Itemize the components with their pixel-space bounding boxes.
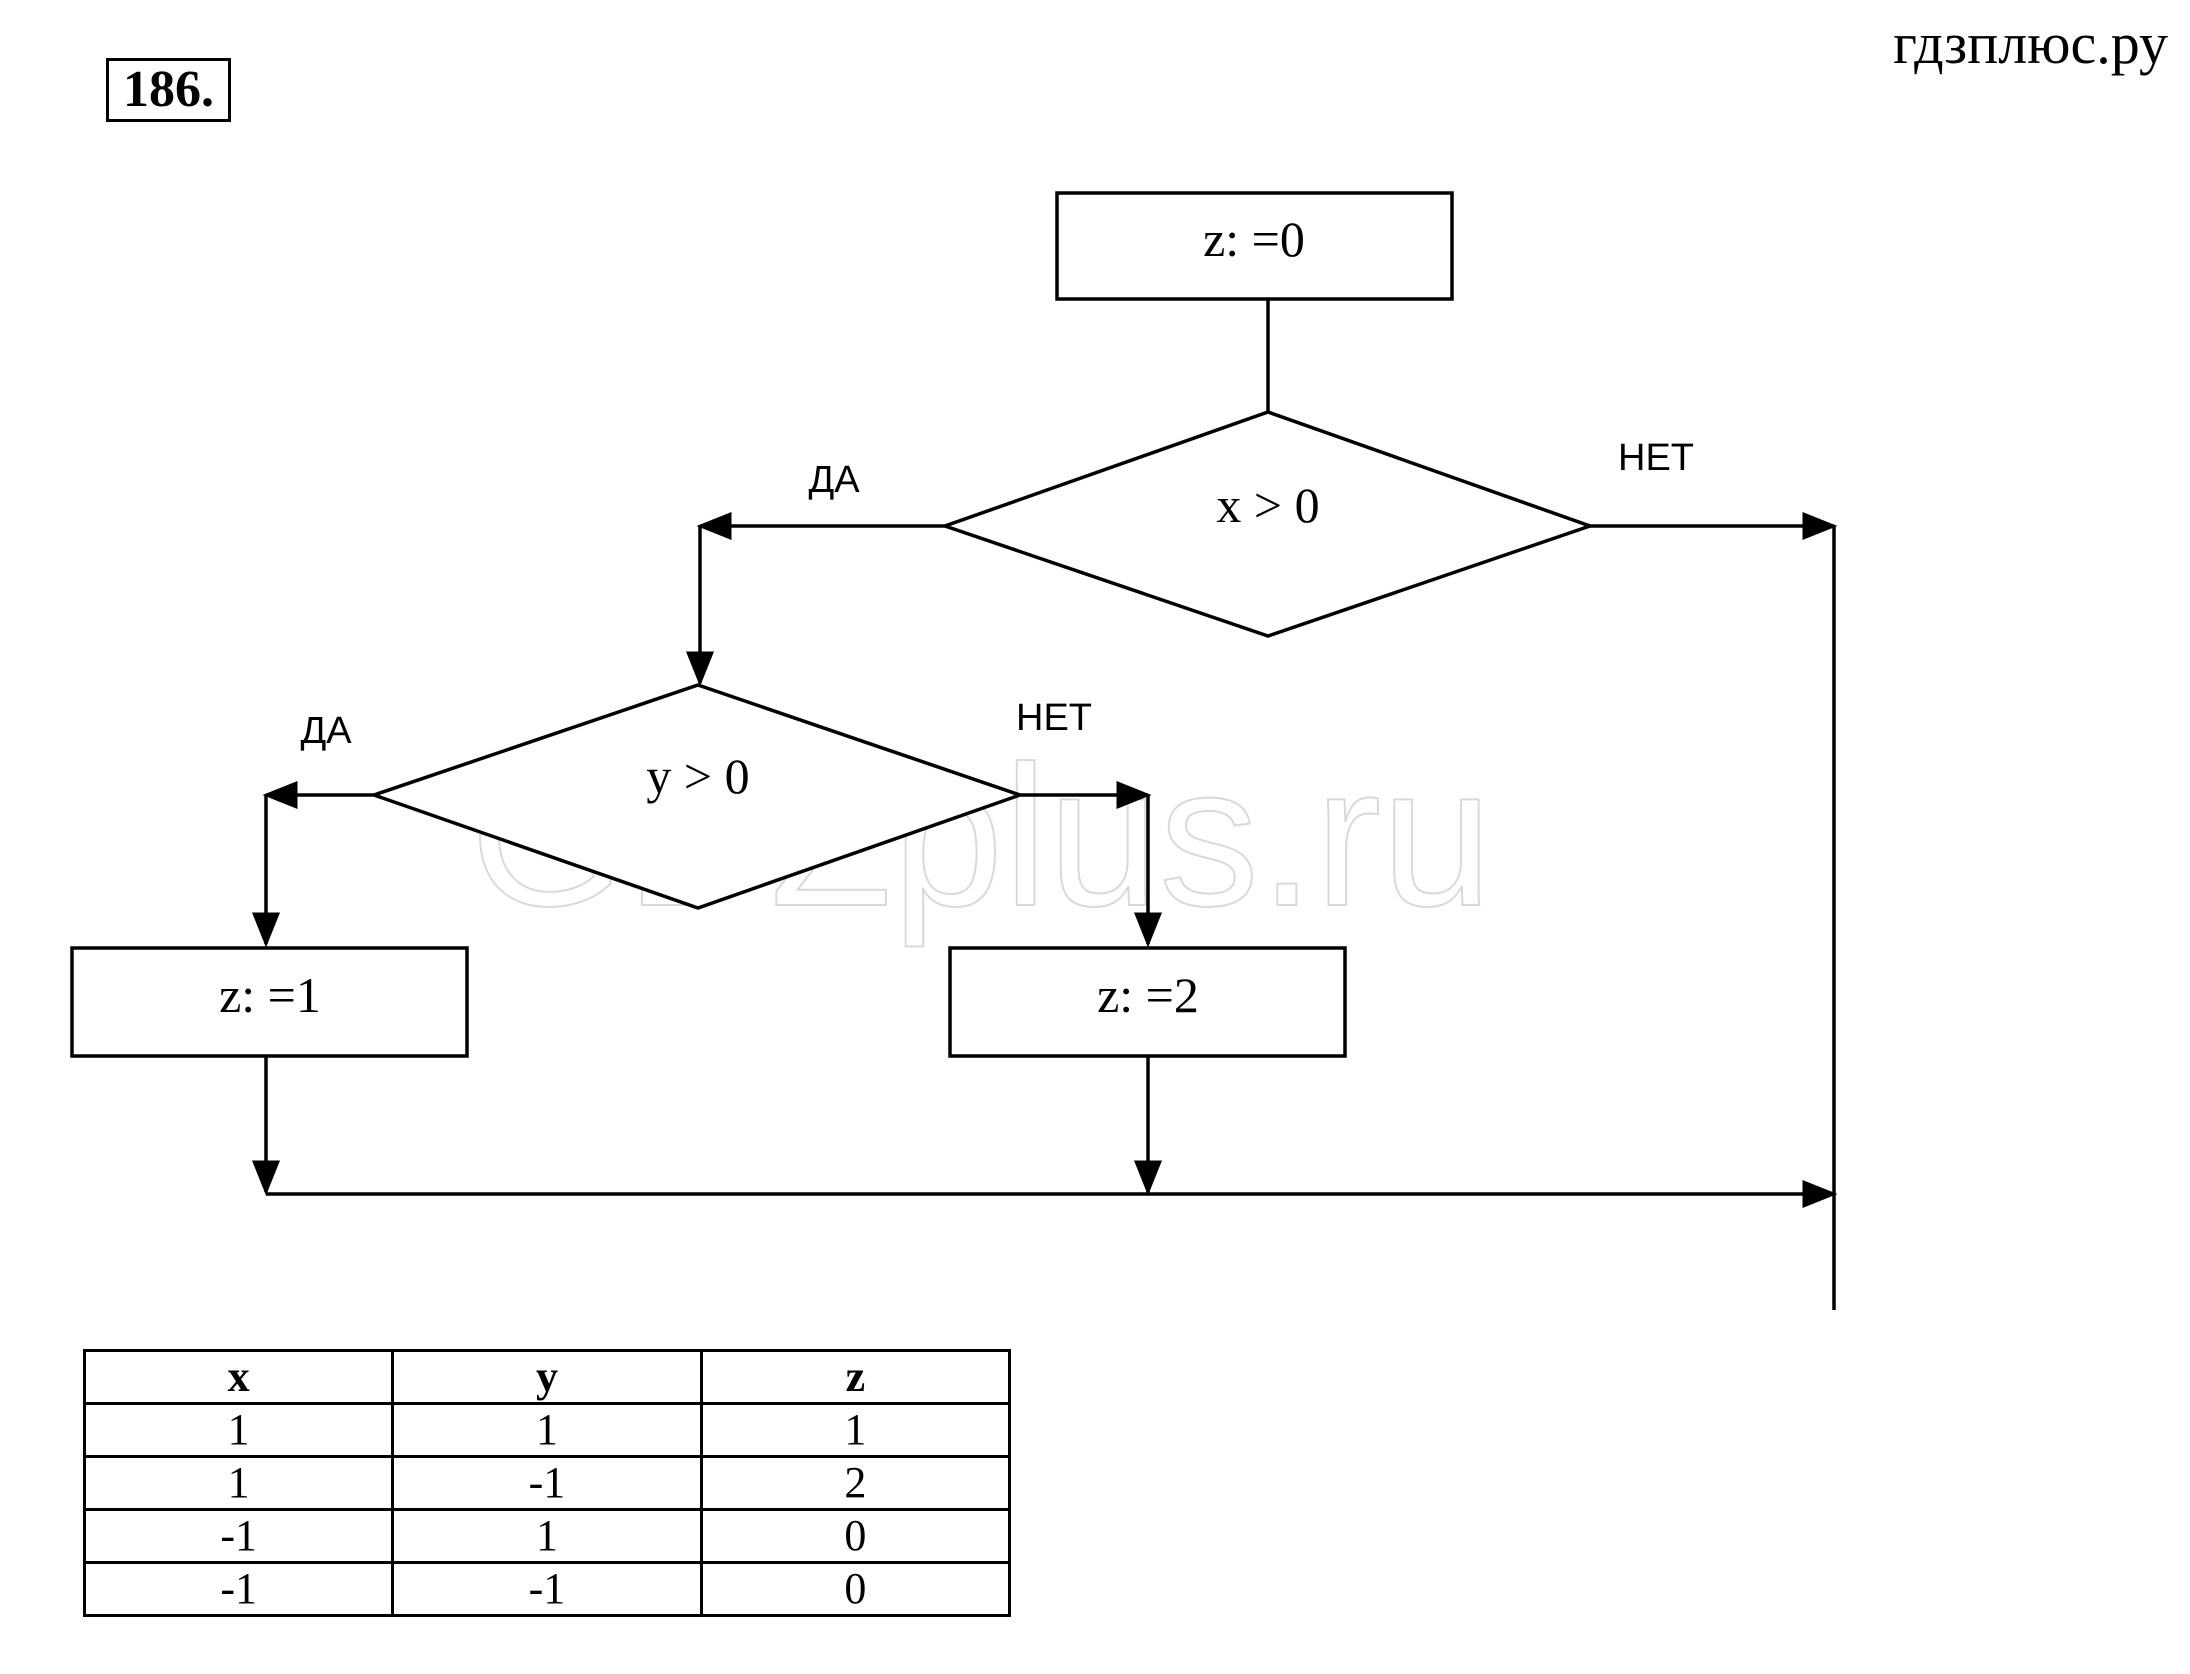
table-cell: -1 — [391, 1455, 703, 1511]
problem-number-text: 186 — [123, 61, 201, 118]
condition-x-no-label: НЕТ — [1618, 437, 1694, 479]
table-row: 1 -1 2 — [82, 1455, 1012, 1511]
table-cell: 1 — [82, 1455, 395, 1511]
block-z2 — [948, 946, 1347, 1058]
condition-x-diamond — [939, 410, 1596, 638]
table-header-z: z — [699, 1349, 1012, 1405]
start-block — [1055, 191, 1454, 301]
table-header-x: x — [82, 1349, 395, 1405]
table-cell: 0 — [699, 1508, 1012, 1564]
table-cell: 1 — [391, 1402, 703, 1458]
table-cell: -1 — [82, 1508, 395, 1564]
condition-y-no-label: НЕТ — [1016, 697, 1092, 739]
table-header-row: x y z — [82, 1349, 1012, 1405]
block-z2-label: z: =2 — [1097, 967, 1199, 1023]
table-row: -1 1 0 — [82, 1508, 1012, 1564]
table-header-y: y — [391, 1349, 703, 1405]
condition-y-diamond — [368, 683, 1026, 910]
condition-y-yes-label: ДА — [300, 710, 352, 752]
condition-y-label: y > 0 — [646, 748, 749, 804]
table-cell: -1 — [82, 1561, 395, 1617]
start-block-label: z: =0 — [1203, 211, 1305, 267]
table-cell: 0 — [699, 1561, 1012, 1617]
condition-x-yes-label: ДА — [808, 459, 860, 501]
block-z1 — [70, 946, 469, 1058]
table-cell: 1 — [82, 1402, 395, 1458]
table-cell: -1 — [391, 1561, 703, 1617]
table-cell: 2 — [699, 1455, 1012, 1511]
table-cell: 1 — [699, 1402, 1012, 1458]
table-cell: 1 — [391, 1508, 703, 1564]
problem-number: 186. — [106, 58, 231, 122]
site-label: гдзплюс.ру — [1893, 11, 2168, 76]
table-row: -1 -1 0 — [82, 1561, 1012, 1617]
problem-number-dot: . — [201, 61, 214, 118]
condition-x-label: x > 0 — [1216, 477, 1319, 533]
truth-table: x y z 1 1 1 1 -1 2 -1 1 0 -1 - — [82, 1349, 1012, 1617]
block-z1-label: z: =1 — [219, 967, 321, 1023]
table-row: 1 1 1 — [82, 1402, 1012, 1458]
